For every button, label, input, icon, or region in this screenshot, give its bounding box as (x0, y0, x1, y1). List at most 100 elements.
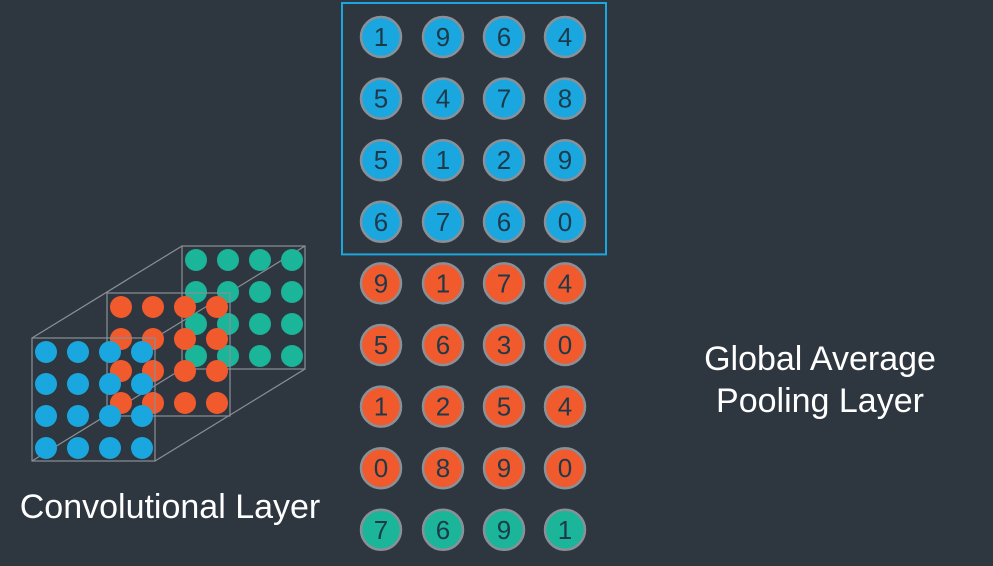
cube-dot-orange (206, 328, 228, 350)
highlight-box (341, 2, 607, 256)
value-label: 7 (374, 515, 388, 545)
cube-dot-orange (110, 296, 132, 318)
value-circle-blue (359, 77, 403, 120)
cube-dot-teal (249, 313, 271, 335)
cube-dot-orange (206, 392, 228, 414)
value-label: 5 (374, 330, 388, 360)
value-circle-blue (543, 200, 587, 244)
value-label: 6 (374, 207, 388, 237)
value-label: 1 (374, 22, 388, 52)
cube-dot-blue (99, 437, 121, 459)
value-circle-orange (482, 385, 526, 428)
gap-label-line2: Pooling Layer (716, 382, 924, 420)
value-circle-teal (421, 508, 465, 552)
value-circle-orange (482, 446, 526, 490)
value-label: 5 (374, 145, 388, 175)
cube-dot-teal (281, 281, 303, 303)
value-label: 0 (374, 453, 388, 483)
cube-dot-teal (281, 345, 303, 367)
value-label: 9 (497, 453, 511, 483)
value-circle-orange (359, 323, 403, 367)
value-label: 5 (374, 84, 388, 114)
value-label: 7 (497, 84, 511, 114)
value-label: 7 (497, 268, 511, 298)
value-circle-blue (543, 77, 587, 120)
cube-dot-teal (217, 249, 239, 271)
value-circle-orange (543, 385, 587, 428)
value-circle-orange (482, 262, 526, 305)
cube-dot-blue (131, 373, 153, 395)
value-circle-blue (421, 15, 465, 59)
value-label: 2 (436, 392, 450, 422)
value-label: 9 (558, 145, 572, 175)
value-circle-blue (543, 138, 587, 182)
value-label: 8 (436, 453, 450, 483)
value-label: 4 (436, 84, 450, 114)
cube-dot-blue (99, 405, 121, 427)
value-circle-orange (359, 446, 403, 490)
value-label: 6 (436, 330, 450, 360)
value-circle-blue (482, 15, 526, 59)
value-circle-teal (482, 508, 526, 552)
value-circle-blue (359, 15, 403, 59)
value-circle-orange (543, 262, 587, 305)
cube-dot-orange (174, 360, 196, 382)
cube-layer-frame (31, 337, 156, 462)
cube-dot-orange (174, 392, 196, 414)
value-label: 4 (558, 392, 572, 422)
cube-dot-orange (206, 296, 228, 318)
value-circle-blue (421, 138, 465, 182)
cube-dot-blue (67, 437, 89, 459)
value-label: 1 (436, 268, 450, 298)
value-circle-blue (482, 200, 526, 244)
cube-dot-orange (174, 296, 196, 318)
value-circle-teal (543, 508, 587, 552)
value-circle-orange (482, 323, 526, 367)
value-circle-orange (421, 323, 465, 367)
value-circle-orange (359, 385, 403, 428)
value-circle-blue (359, 138, 403, 182)
value-circle-orange (543, 446, 587, 490)
value-circle-orange (543, 323, 587, 367)
conv-layer-cube (31, 245, 306, 462)
cube-dot-blue (67, 405, 89, 427)
value-label: 4 (558, 22, 572, 52)
value-label: 0 (558, 207, 572, 237)
value-label: 0 (558, 453, 572, 483)
value-label: 5 (497, 392, 511, 422)
gap-label-line1: Global Average (704, 340, 936, 378)
cube-dot-blue (131, 437, 153, 459)
value-circle-blue (359, 200, 403, 244)
cube-dot-orange (206, 360, 228, 382)
cube-dot-blue (131, 341, 153, 363)
cube-dot-teal (281, 249, 303, 271)
cube-dot-teal (249, 281, 271, 303)
value-label: 9 (436, 22, 450, 52)
value-label: 9 (497, 515, 511, 545)
value-circle-orange (421, 446, 465, 490)
value-label: 7 (436, 207, 450, 237)
cube-dot-teal (281, 313, 303, 335)
value-circle-orange (359, 262, 403, 305)
cube-dot-blue (131, 405, 153, 427)
cube-dot-teal (185, 249, 207, 271)
cube-dot-teal (249, 249, 271, 271)
value-circle-blue (421, 77, 465, 120)
value-label: 4 (558, 268, 572, 298)
value-label: 6 (497, 22, 511, 52)
value-circle-blue (421, 200, 465, 244)
cube-dot-blue (99, 341, 121, 363)
value-label: 1 (558, 515, 572, 545)
cube-dot-orange (142, 296, 164, 318)
cube-dot-teal (249, 345, 271, 367)
value-circle-orange (421, 385, 465, 428)
value-label: 3 (497, 330, 511, 360)
value-circle-orange (421, 262, 465, 305)
cube-dot-orange (174, 328, 196, 350)
conv-layer-label: Convolutional Layer (19, 488, 321, 526)
value-circle-teal (359, 508, 403, 552)
cube-dot-blue (35, 373, 57, 395)
cube-dot-blue (35, 405, 57, 427)
